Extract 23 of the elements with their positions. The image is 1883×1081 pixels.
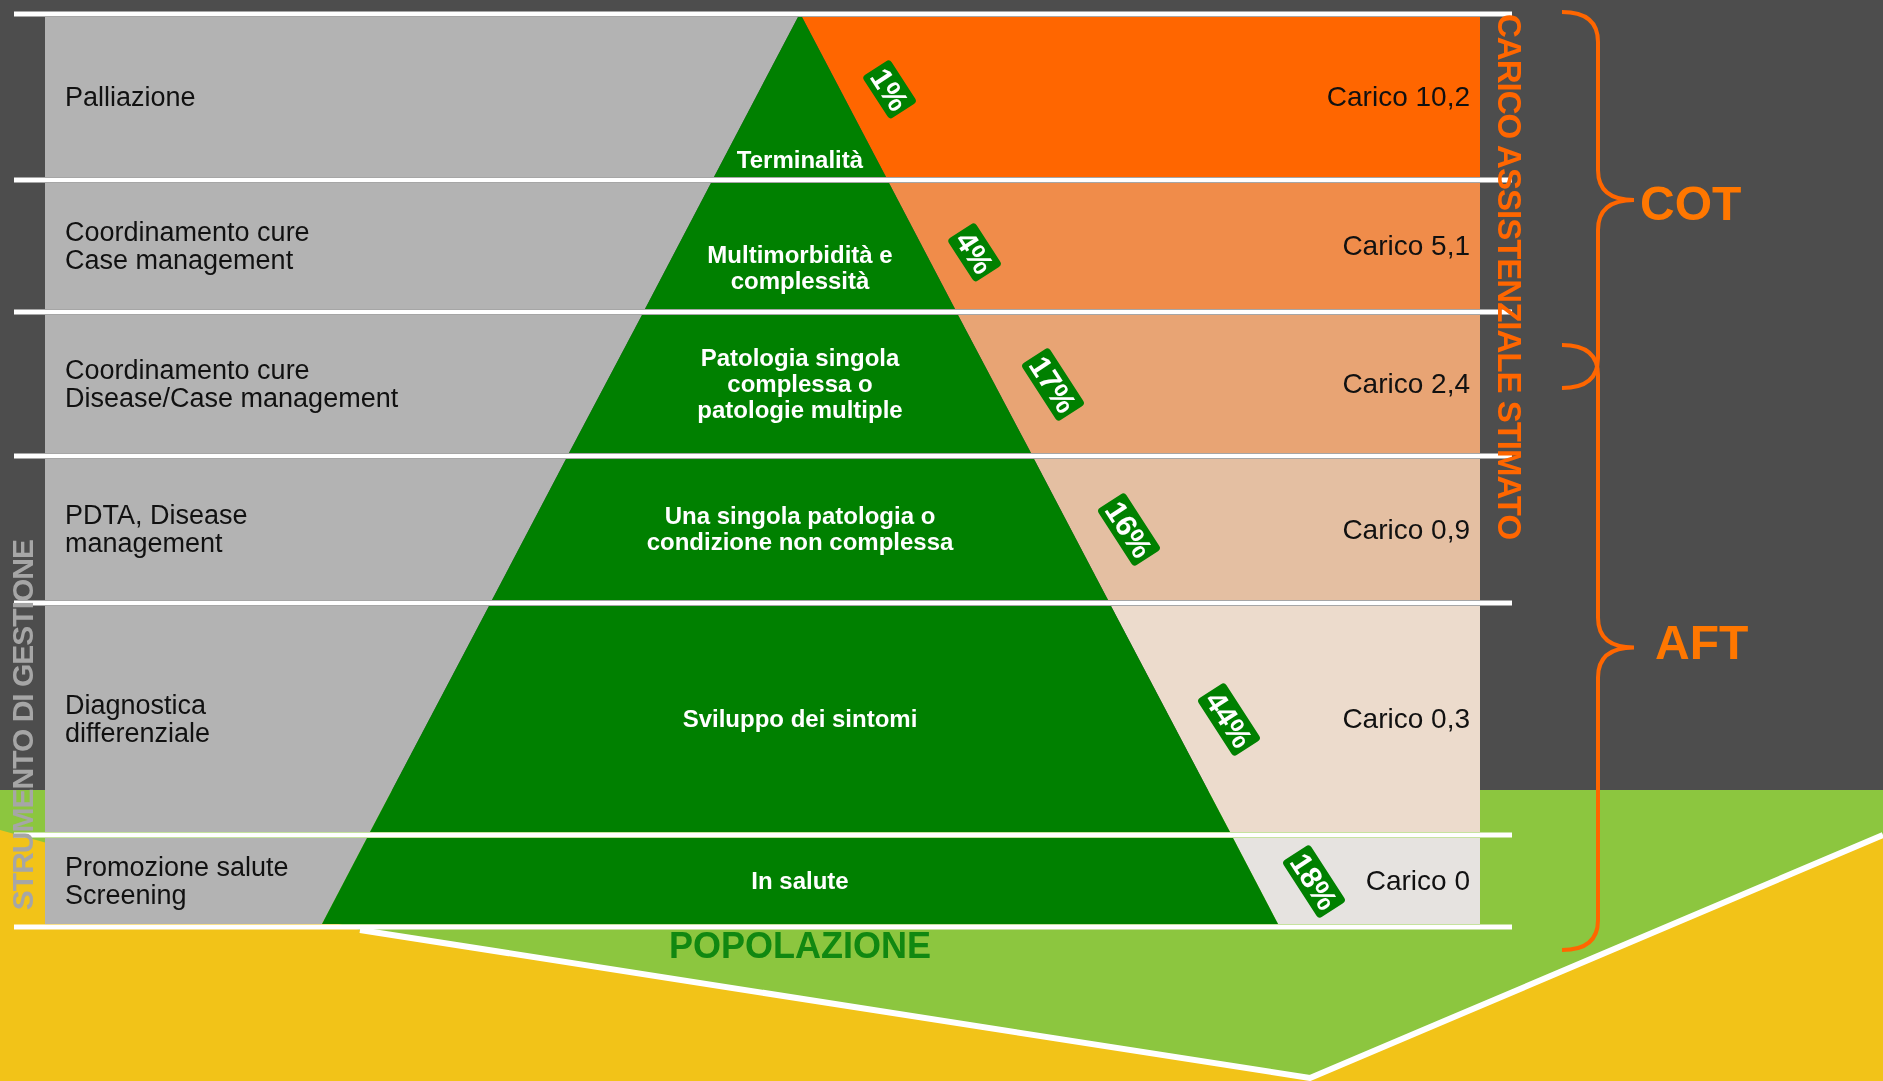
management-tool-label: Diagnostica differenziale bbox=[65, 690, 212, 748]
management-tool-label: PDTA, Disease management bbox=[65, 501, 249, 558]
population-segment-label: Multimorbidità e complessità bbox=[706, 242, 894, 295]
axis-title: POPOLAZIONE bbox=[669, 925, 932, 967]
axis-title: STRUMENTO DI GESTIONE bbox=[6, 540, 40, 911]
care-load-label: Carico 0 bbox=[1365, 865, 1470, 897]
management-tool-label: Promozione salute Screening bbox=[65, 852, 290, 910]
management-tool-label: Coordinamento cure Disease/Case management bbox=[65, 355, 400, 413]
population-segment-label: Terminalità bbox=[735, 147, 865, 174]
care-load-label: Carico 0,3 bbox=[1342, 703, 1470, 735]
population-segment-label: Una singola patologia o condizione non complessa bbox=[645, 503, 955, 556]
group-label: AFT bbox=[1655, 615, 1749, 670]
management-tool-label: Coordinamento cure Case management bbox=[65, 217, 311, 275]
population-segment-label: In salute bbox=[750, 868, 850, 895]
population-segment-label: Sviluppo dei sintomi bbox=[681, 706, 919, 733]
care-load-label: Carico 10,2 bbox=[1326, 81, 1470, 113]
care-load-label: Carico 0,9 bbox=[1342, 513, 1470, 546]
group-label: COT bbox=[1640, 176, 1742, 231]
management-tool-label: Palliazione bbox=[65, 83, 197, 112]
care-load-label: Carico 5,1 bbox=[1342, 230, 1470, 262]
population-segment-label: Patologia singola complessa o patologie multiple bbox=[696, 344, 904, 424]
care-load-label: Carico 2,4 bbox=[1342, 368, 1470, 400]
axis-title: CARICO ASSISTENZIALE STIMATO bbox=[1490, 14, 1528, 540]
